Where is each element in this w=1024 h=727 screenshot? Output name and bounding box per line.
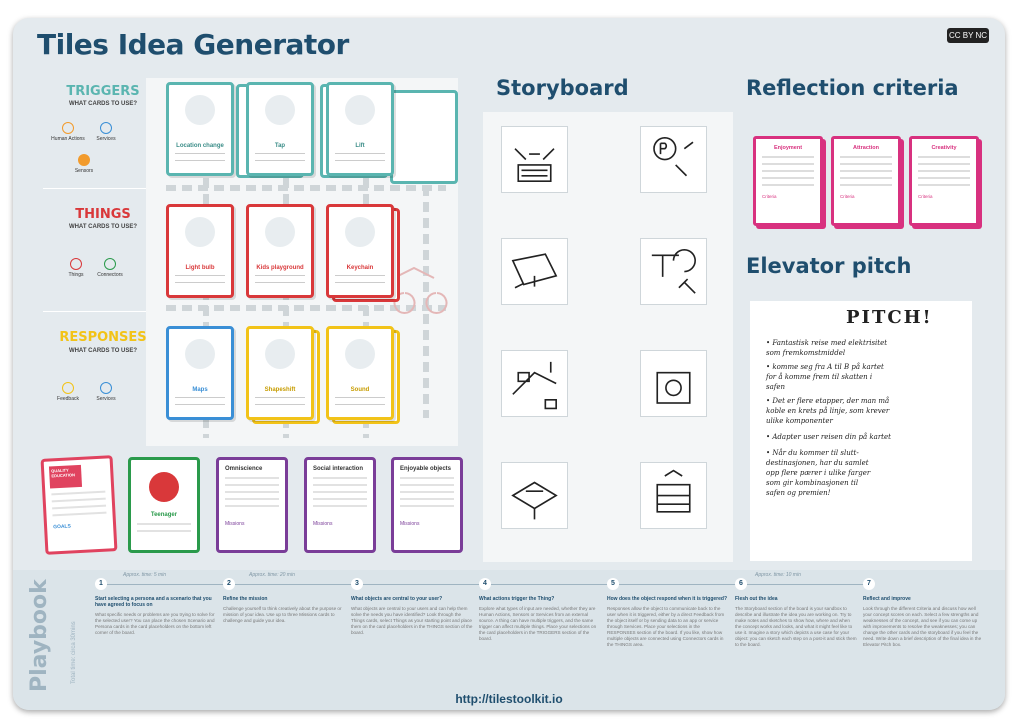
storyboard-sketch	[640, 462, 707, 529]
cloud-icon	[100, 382, 112, 394]
divider	[43, 311, 153, 312]
thing-card[interactable]: Light bulb	[166, 204, 234, 298]
storyboard-sketch	[640, 350, 707, 417]
cat-connectors: Connectors	[85, 258, 135, 278]
cat-feedback: Feedback	[43, 382, 93, 402]
persona-avatar	[149, 472, 179, 502]
response-card[interactable]: Sound	[326, 326, 394, 420]
response-card[interactable]: Maps	[166, 326, 234, 420]
storyboard-sketch	[501, 350, 568, 417]
playbook: Playbook Total time: circa 30mins Approx…	[13, 570, 1005, 710]
trigger-card[interactable]: Location change	[166, 82, 234, 176]
scenario-badge: QUALITY EDUCATION	[48, 464, 83, 489]
license-badge: CC BY NC	[947, 28, 989, 43]
cat-things: Things	[51, 258, 101, 278]
thing-card[interactable]: Keychain	[326, 204, 394, 298]
sound-icon	[345, 339, 375, 369]
mission-card[interactable]: Enjoyable objects Missions	[391, 457, 463, 553]
persona-card[interactable]: Teenager	[128, 457, 200, 553]
pitch-heading: PITCH!	[846, 307, 933, 328]
storyboard-sketch	[501, 126, 568, 193]
lift-icon	[345, 95, 375, 125]
reflection-title: Reflection criteria	[746, 76, 959, 100]
cloud-icon	[100, 122, 112, 134]
goals-tag: GOALS	[52, 523, 72, 531]
map-icon	[185, 339, 215, 369]
persona-name: Teenager	[150, 512, 178, 518]
tiles-board: Tiles Idea Generator CC BY NC TRIGGERS W…	[13, 18, 1005, 710]
sensor-icon	[78, 154, 90, 166]
pitch-note: PITCH! • Fantastisk reise med elektrisit…	[750, 301, 972, 561]
mission-card[interactable]: Social interaction Missions	[304, 457, 376, 553]
page-title: Tiles Idea Generator	[37, 28, 349, 61]
hand-icon	[62, 122, 74, 134]
triggers-sub: WHAT CARDS TO USE?	[68, 101, 138, 107]
storyboard-sketch	[501, 462, 568, 529]
shapeshift-icon	[265, 339, 295, 369]
trigger-card[interactable]: Tap	[246, 82, 314, 176]
cat-services: Services	[81, 382, 131, 402]
cube-icon	[70, 258, 82, 270]
storyboard-title: Storyboard	[496, 76, 629, 100]
playbook-subtitle: Total time: circa 30mins	[71, 621, 77, 684]
bulb-icon	[62, 382, 74, 394]
thing-card[interactable]: Kids playground	[246, 204, 314, 298]
playbook-title: Playbook	[27, 579, 52, 692]
things-label: THINGS	[75, 207, 131, 222]
trigger-card[interactable]: Lift	[326, 82, 394, 176]
things-sub: WHAT CARDS TO USE?	[68, 224, 138, 230]
cat-human-actions: Human Actions	[43, 122, 93, 142]
tap-icon	[265, 95, 295, 125]
light-bulb-icon	[185, 217, 215, 247]
mission-card[interactable]: Omniscience Missions	[216, 457, 288, 553]
responses-label: RESPONSES	[59, 330, 147, 345]
scenario-card[interactable]: QUALITY EDUCATION GOALS	[40, 455, 118, 555]
playground-icon	[265, 217, 295, 247]
card-zone: Location change Tap Lift Light bulb Kids…	[146, 78, 458, 446]
storyboard-sketch	[640, 126, 707, 193]
location-icon	[185, 95, 215, 125]
storyboard-sketch	[640, 238, 707, 305]
triggers-label: TRIGGERS	[66, 84, 140, 99]
divider	[43, 188, 153, 189]
storyboard-sketch	[501, 238, 568, 305]
puzzle-icon	[104, 258, 116, 270]
keychain-icon	[345, 217, 375, 247]
elevator-title: Elevator pitch	[746, 254, 912, 278]
response-card[interactable]: Shapeshift	[246, 326, 314, 420]
cat-sensors: Sensors	[59, 154, 109, 174]
responses-sub: WHAT CARDS TO USE?	[68, 348, 138, 354]
toolkit-link[interactable]: http://tilestoolkit.io	[455, 692, 563, 706]
cat-services: Services	[81, 122, 131, 142]
